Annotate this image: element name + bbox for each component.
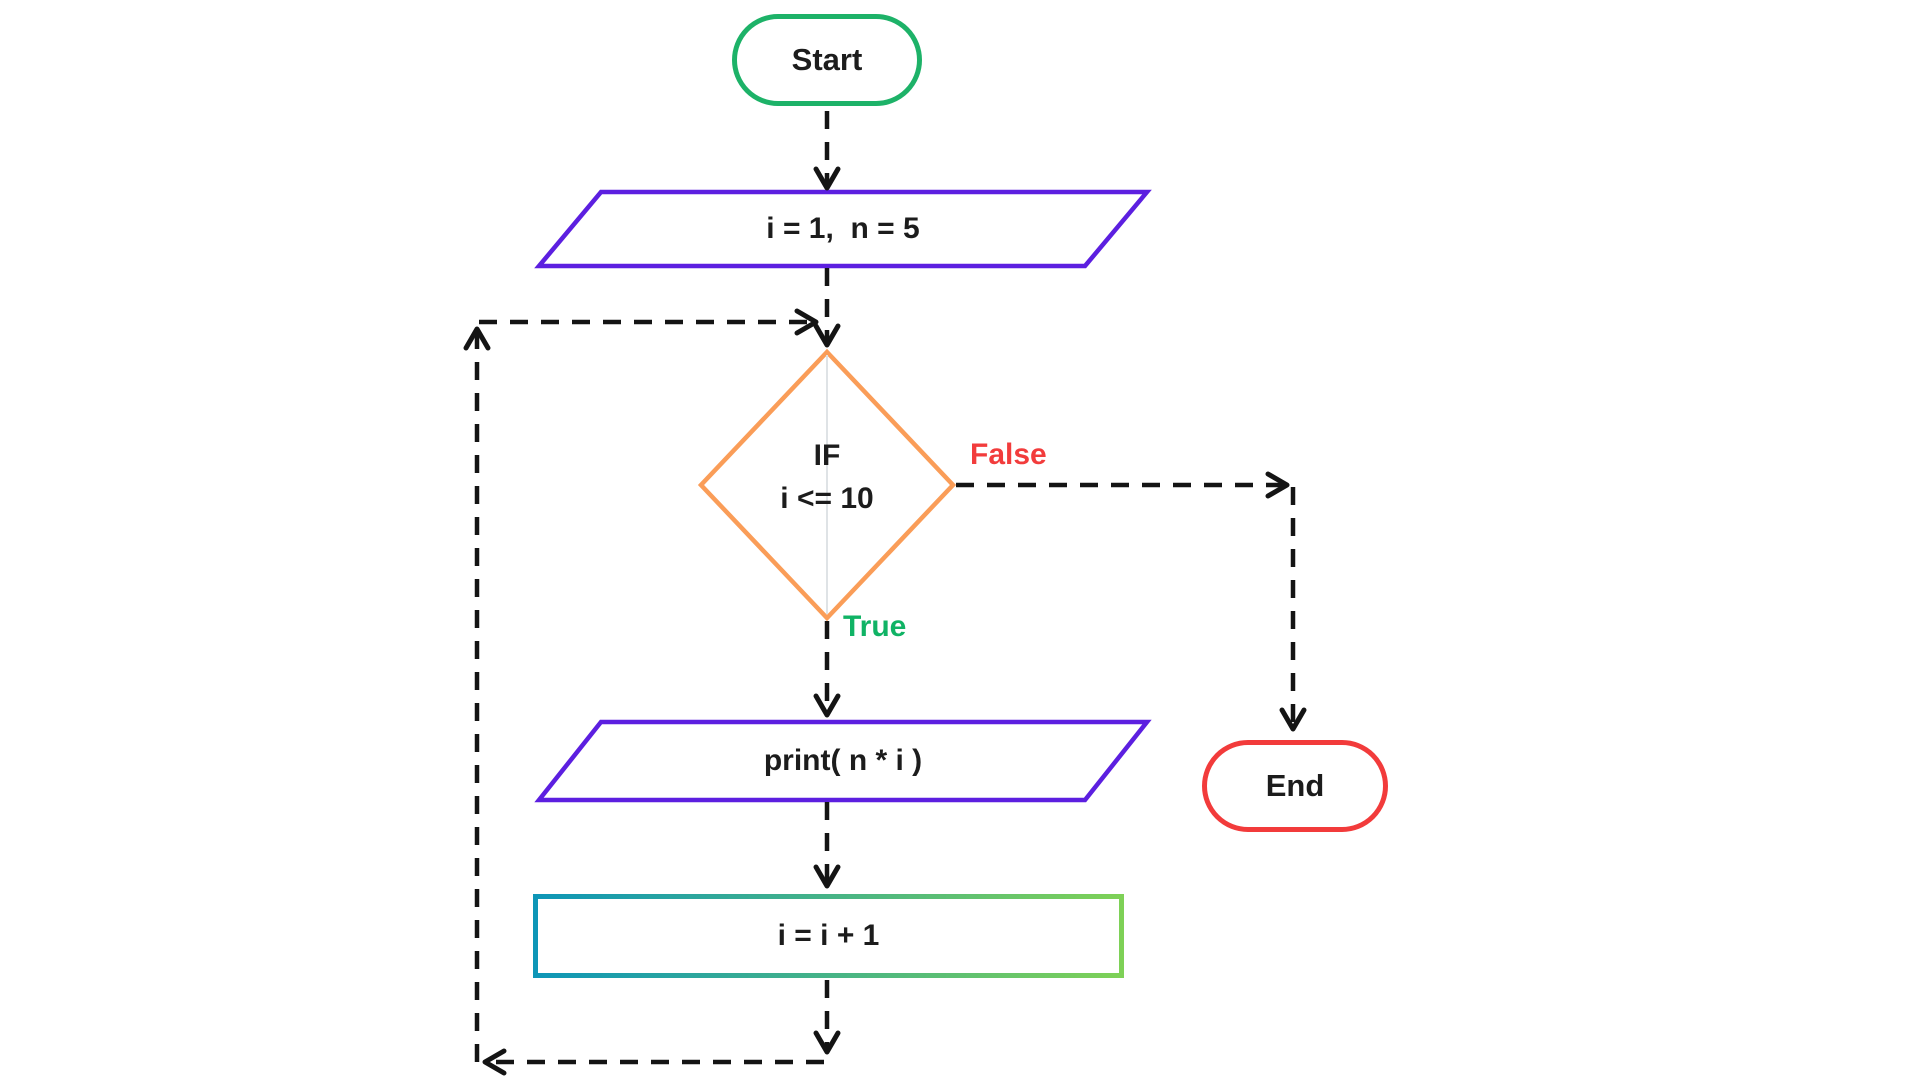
false-edge-label: False xyxy=(970,438,1047,471)
condition-label-line2: i <= 10 xyxy=(780,482,874,515)
true-edge-label: True xyxy=(843,610,907,643)
end-node: End xyxy=(1202,740,1388,832)
start-node-label: Start xyxy=(791,42,863,77)
increment-node: i = i + 1 xyxy=(533,894,1124,978)
print-parallelogram xyxy=(534,719,1152,803)
end-node-label: End xyxy=(1265,768,1325,803)
increment-node-label: i = i + 1 xyxy=(777,919,880,952)
print-node-label: print( n * i ) xyxy=(763,744,923,777)
init-node-label: i = 1, n = 5 xyxy=(766,212,920,245)
init-parallelogram xyxy=(534,189,1152,269)
start-node: Start xyxy=(732,14,922,106)
condition-label-line1: IF xyxy=(813,439,841,472)
